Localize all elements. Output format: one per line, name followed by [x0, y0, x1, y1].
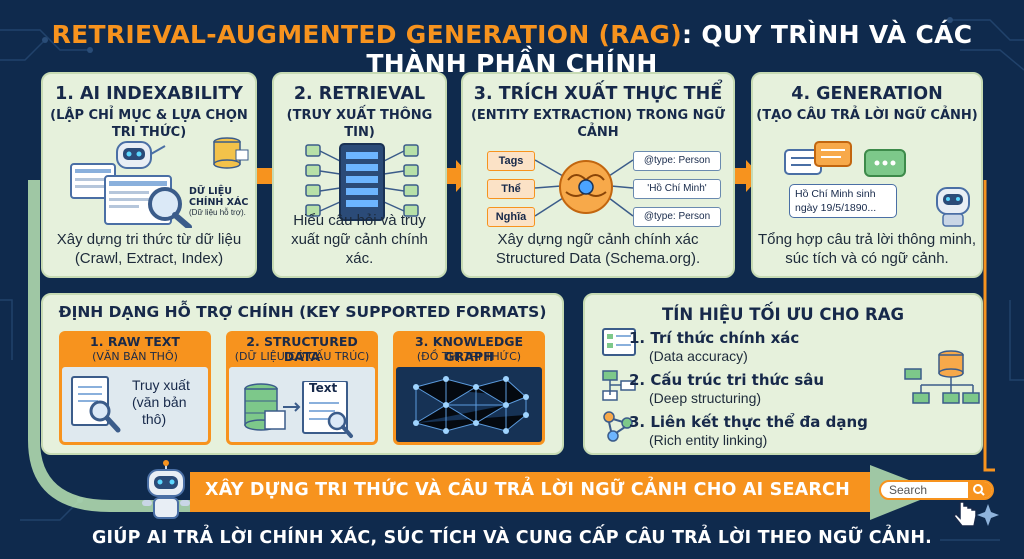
answer-line-2: ngày 19/5/1890...: [795, 202, 877, 214]
data-note-line-2: CHÍNH XÁC: [189, 197, 249, 208]
step-2-description: Hiểu câu hỏi và truy xuất ngữ cảnh chính …: [278, 211, 441, 268]
right-tag-type-person-2: @type: Person: [633, 207, 721, 227]
neural-network-icon: [413, 376, 529, 434]
signal-data-accuracy: 1. Trí thức chính xác (Data accuracy): [629, 329, 799, 365]
step-4-subtitle: (TẠO CÂU TRẢ LỜI NGỮ CẢNH): [756, 108, 978, 123]
format-2-subtitle: (DỮ LIỆU CÓ CẤU TRÚC): [234, 350, 370, 363]
step-2-desc-line-1: Hiểu câu hỏi và truy: [293, 212, 426, 229]
signal-3-sub: (Rich entity linking): [649, 432, 768, 448]
rag-signals-panel: TÍN HIỆU TỐI ƯU CHO RAG 1. Trí thức chín…: [583, 293, 983, 455]
robot-mascot-icon: [142, 460, 190, 519]
signal-rich-entity-linking: 3. Liên kết thực thể đa dạng (Rich entit…: [629, 413, 868, 449]
supported-formats-panel: ĐỊNH DẠNG HỖ TRỢ CHÍNH (KEY SUPPORTED FO…: [41, 293, 564, 455]
structure-tree-icon: [602, 370, 636, 401]
signals-title: TÍN HIỆU TỐI ƯU CHO RAG: [661, 305, 905, 324]
signal-1-label: 1. Trí thức chính xác: [629, 329, 800, 347]
raw-text-caption-3: thô): [142, 411, 167, 427]
footer-tagline: GIÚP AI TRẢ LỜI CHÍNH XÁC, SÚC TÍCH VÀ C…: [91, 528, 933, 548]
left-tag-tags: Tags: [487, 151, 535, 171]
step-2-title: 2. RETRIEVAL: [293, 84, 426, 104]
right-tag-ho-chi-minh: 'Hồ Chí Minh': [633, 179, 721, 199]
step-1-description: Xây dựng tri thức từ dữ liệu (Crawl, Extr…: [47, 230, 251, 268]
indexing-illustration: [70, 137, 249, 228]
page-title: RETRIEVAL-AUGMENTED GENERATION (RAG): QU…: [0, 20, 1024, 78]
retrieval-chip-illustration: [305, 143, 419, 221]
format-1-title: 1. RAW TEXT: [90, 334, 180, 349]
format-structured-data: 2. STRUCTURED DATA (DỮ LIỆU CÓ CẤU TRÚC)…: [226, 331, 378, 445]
search-button[interactable]: [968, 482, 992, 498]
raw-text-caption-1: Truy xuất: [132, 377, 190, 393]
answer-line-1: Hồ Chí Minh sinh: [795, 188, 876, 200]
left-tag-the: Thể: [487, 179, 535, 199]
format-2-body: Text: [229, 367, 375, 442]
chat-bubbles-illustration: [784, 141, 970, 227]
step-3-subtitle: (ENTITY EXTRACTION) TRONG NGỮ CẢNH: [470, 108, 726, 140]
database-network-icon: [904, 350, 980, 404]
format-knowledge-graph: 3. KNOWLEDGE GRAPH (ĐỒ THỊ TRI THỨC): [393, 331, 545, 445]
data-note-line-3: (Dữ liệu hỗ trợ).: [189, 208, 246, 217]
step-3-desc-line-2: Structured Data (Schema.org).: [495, 250, 701, 267]
signal-deep-structuring: 2. Cấu trúc tri thức sâu (Deep structuri…: [629, 371, 824, 407]
document-list-icon: [602, 328, 636, 356]
right-tag-type-person: @type: Person: [633, 151, 721, 171]
format-2-title: 2. STRUCTURED DATA: [246, 334, 358, 364]
signal-2-label: 2. Cấu trúc tri thức sâu: [629, 371, 825, 389]
structured-doc-label: Text: [309, 381, 338, 395]
format-1-subtitle: (VĂN BẢN THÔ): [92, 350, 178, 363]
document-search-icon: [71, 376, 121, 433]
cursor-hand-icon: [952, 501, 999, 527]
step-ai-indexability: 1. AI INDEXABILITY (LẬP CHỈ MỤC & LỰA CH…: [41, 72, 257, 278]
step-2-subtitle: (TRUY XUẤT THÔNG TIN): [286, 108, 433, 140]
step-2-desc-line-2: xuất ngữ cảnh chính xác.: [291, 231, 428, 267]
step-4-title: 4. GENERATION: [791, 84, 943, 104]
step-3-title: 3. TRÍCH XUẤT THỰC THỂ: [473, 84, 723, 104]
title-part-1: RETRIEVAL-AUGMENTED GENERATION (RAG): [51, 20, 683, 49]
step-4-desc-line-2: súc tích và có ngữ cảnh.: [785, 250, 949, 267]
data-note: DỮ LIỆU CHÍNH XÁC (Dữ liệu hỗ trợ).: [189, 186, 257, 218]
step-1-desc-line-1: Xây dựng tri thức từ dữ liệu: [56, 231, 242, 248]
banner-strip: [190, 472, 870, 512]
link-chain-icon: [603, 411, 633, 442]
signal-1-sub: (Data accuracy): [649, 348, 748, 364]
step-4-desc-line-1: Tổng hợp câu trả lời thông minh,: [757, 231, 977, 248]
left-tag-nghia: Nghĩa: [487, 207, 535, 227]
format-3-body: [396, 367, 542, 442]
step-1-subtitle: (LẬP CHỈ MỤC & LỰA CHỌN TRI THỨC): [50, 108, 248, 140]
search-box[interactable]: Search: [879, 480, 994, 500]
answer-bubble: Hồ Chí Minh sinh ngày 19/5/1890...: [789, 184, 897, 218]
step-generation: 4. GENERATION (TẠO CÂU TRẢ LỜI NGỮ CẢNH)…: [751, 72, 983, 278]
brain-entity-illustration: [534, 159, 634, 217]
format-raw-text: 1. RAW TEXT (VĂN BẢN THÔ) Truy xuất (văn…: [59, 331, 211, 445]
format-3-subtitle: (ĐỒ THỊ TRI THỨC): [416, 350, 522, 363]
step-entity-extraction: 3. TRÍCH XUẤT THỰC THỂ (ENTITY EXTRACTIO…: [461, 72, 735, 278]
database-code-icon: [244, 381, 353, 438]
formats-title: ĐỊNH DẠNG HỖ TRỢ CHÍNH (KEY SUPPORTED FO…: [58, 303, 547, 321]
step-1-title: 1. AI INDEXABILITY: [55, 84, 243, 104]
signal-2-sub: (Deep structuring): [649, 390, 762, 406]
format-1-body: Truy xuất (văn bản thô): [62, 367, 208, 442]
search-icon: [973, 484, 985, 496]
step-1-desc-line-2: (Crawl, Extract, Index): [74, 250, 224, 267]
signal-3-label: 3. Liên kết thực thể đa dạng: [629, 413, 868, 431]
step-retrieval: 2. RETRIEVAL (TRUY XUẤT THÔNG TIN) Hiểu …: [272, 72, 447, 278]
format-3-title: 3. KNOWLEDGE GRAPH: [414, 334, 524, 364]
data-note-line-1: DỮ LIỆU: [189, 186, 232, 197]
raw-text-caption: Truy xuất (văn bản thô): [132, 377, 190, 428]
banner-text: XÂY DỰNG TRI THỨC VÀ CÂU TRẢ LỜI NGỮ CẢN…: [205, 480, 850, 500]
raw-text-caption-2: (văn bản: [132, 394, 187, 410]
step-3-desc-line-1: Xây dựng ngữ cảnh chính xác: [497, 231, 699, 248]
search-placeholder: Search: [889, 483, 928, 497]
step-4-description: Tổng hợp câu trả lời thông minh, súc tích…: [757, 230, 977, 268]
